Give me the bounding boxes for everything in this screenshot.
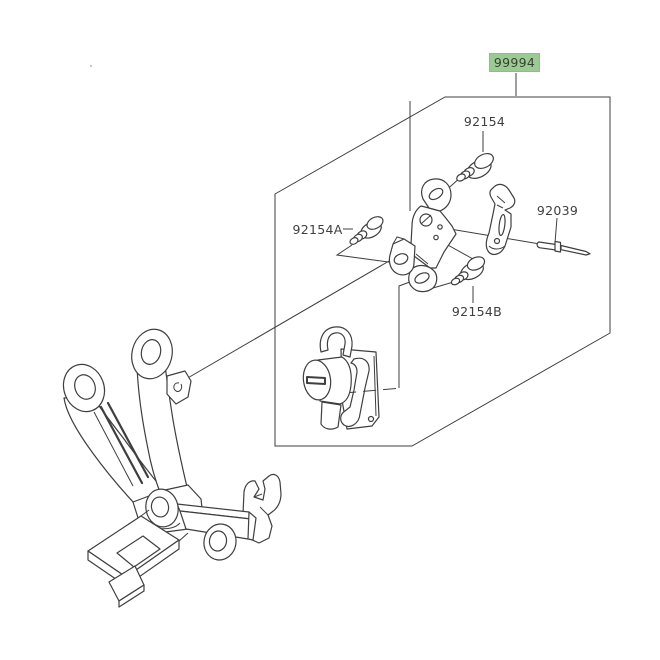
part-label-92154A[interactable]: 92154A <box>292 222 343 237</box>
footpeg-bracket-casting <box>62 328 282 608</box>
part-label-99994[interactable]: 99994 <box>489 53 540 72</box>
latch-lever <box>485 183 516 256</box>
scan-artifact-dot <box>89 64 93 68</box>
screw-92154B <box>450 256 486 286</box>
lock-assembly <box>302 326 380 430</box>
pin-92039 <box>536 240 591 256</box>
locator-dashed-line <box>349 388 397 393</box>
part-label-92039[interactable]: 92039 <box>536 203 579 218</box>
connector-casting-to-bracket <box>185 256 397 380</box>
part-label-92154[interactable]: 92154 <box>463 114 506 129</box>
screw-92154A <box>349 216 384 245</box>
screw-92154 <box>456 152 494 182</box>
mounting-bracket <box>388 178 457 293</box>
assembly-detail-box <box>274 96 611 447</box>
pointer-screw-92154A <box>335 244 397 264</box>
leader-92039 <box>554 217 558 244</box>
part-label-92154B[interactable]: 92154B <box>451 304 503 319</box>
